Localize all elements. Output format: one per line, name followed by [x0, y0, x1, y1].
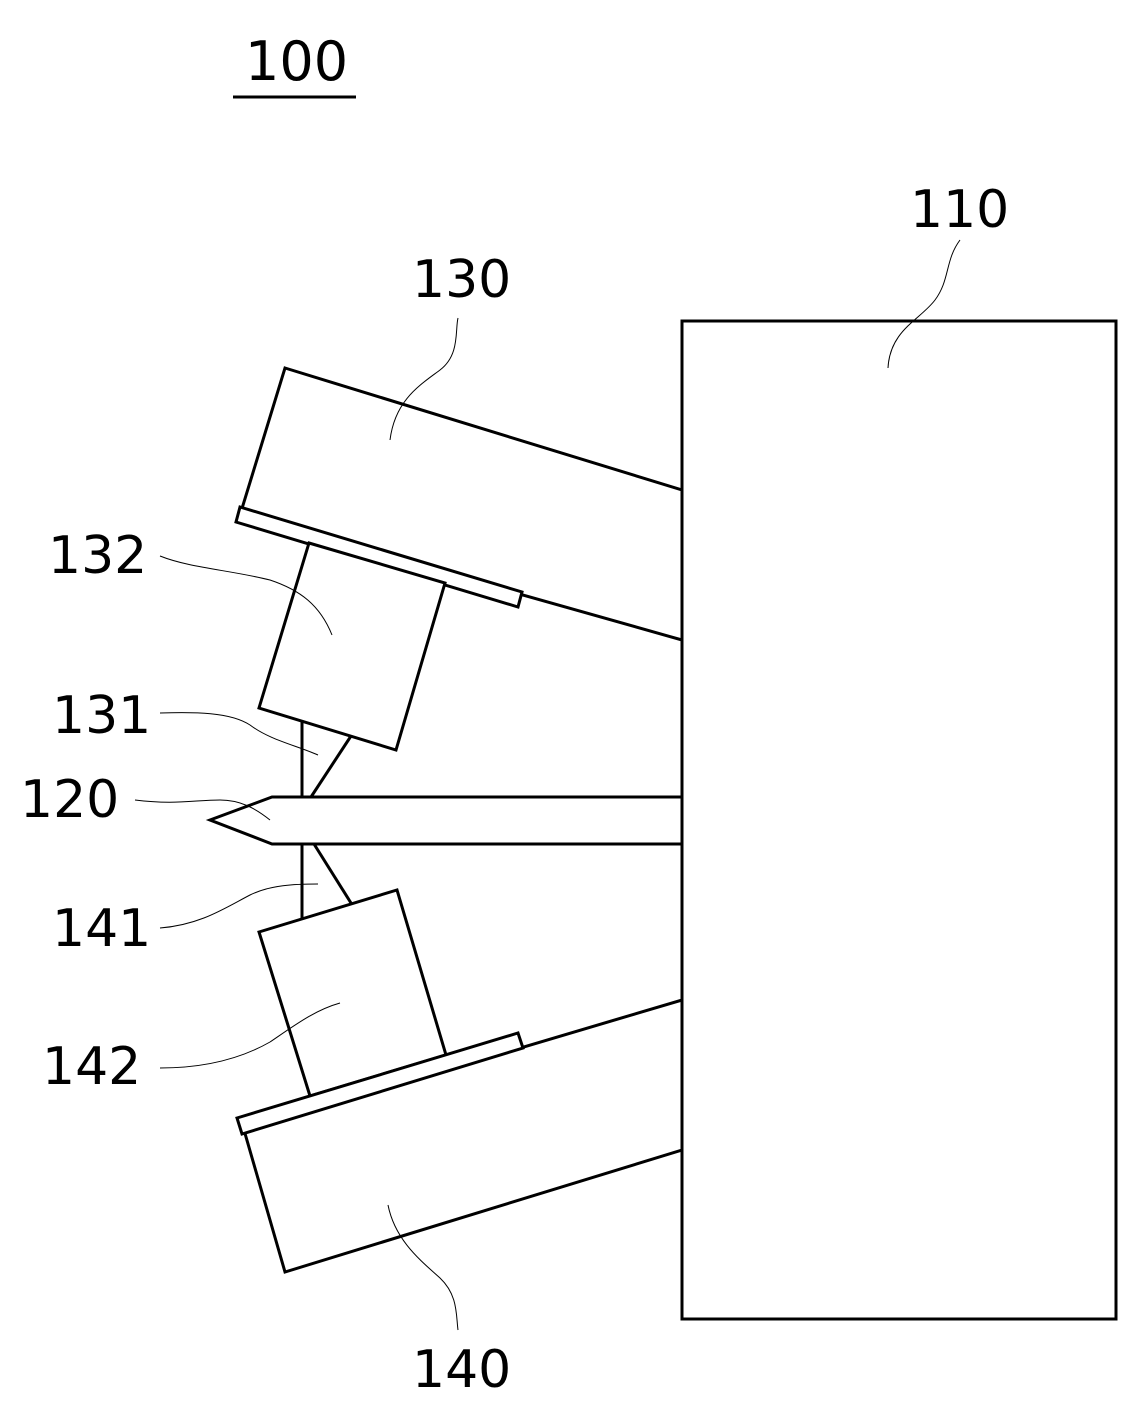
leader-142 — [159, 1002, 341, 1069]
lower-plate — [235, 1031, 525, 1136]
main-body-110 — [680, 319, 1118, 1321]
leader-141 — [159, 883, 319, 929]
lower-tip-diagonal — [312, 843, 353, 904]
leader-110 — [887, 239, 961, 369]
label-120: 120 — [20, 770, 119, 830]
figure-number-label: 100 — [245, 30, 348, 93]
probe-120 — [205, 795, 684, 846]
label-141: 141 — [52, 899, 151, 959]
upper-plate — [234, 505, 524, 609]
leader-132 — [159, 555, 333, 636]
leader-140 — [387, 1204, 459, 1331]
label-130: 130 — [412, 250, 511, 310]
lower-arm-140 — [242, 997, 684, 1274]
label-142: 142 — [42, 1037, 141, 1097]
label-110: 110 — [910, 180, 1009, 240]
label-132: 132 — [48, 526, 147, 586]
upper-tip-diagonal — [309, 735, 353, 798]
label-140: 140 — [412, 1340, 511, 1400]
upper-block-132 — [257, 541, 447, 752]
leader-120 — [134, 799, 271, 821]
leader-130 — [389, 317, 459, 441]
leader-131 — [159, 712, 319, 756]
label-131: 131 — [52, 686, 151, 746]
upper-arm-130 — [238, 366, 684, 642]
